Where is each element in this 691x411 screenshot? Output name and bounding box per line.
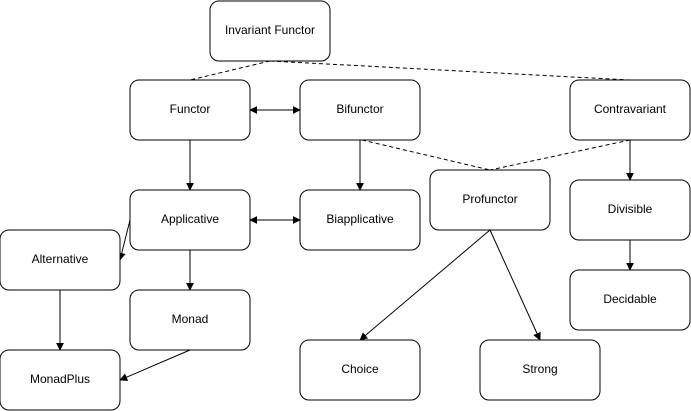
node-label-alternative: Alternative: [32, 252, 89, 266]
node-label-functor: Functor: [170, 102, 211, 116]
node-monad[interactable]: Monad: [129, 289, 251, 351]
node-label-biapplicative: Biapplicative: [326, 212, 394, 226]
edge-invariant-functor-to-contravariant: [269, 60, 631, 81]
edge-profunctor-to-strong: [489, 229, 541, 341]
node-strong[interactable]: Strong: [479, 339, 601, 401]
node-label-monadplus: MonadPlus: [30, 372, 90, 386]
node-invariant-functor[interactable]: Invariant Functor: [209, 0, 331, 62]
node-bifunctor[interactable]: Bifunctor: [299, 79, 421, 141]
node-monadplus[interactable]: MonadPlus: [0, 349, 121, 411]
edges-layer: [56, 60, 634, 381]
node-applicative[interactable]: Applicative: [129, 189, 251, 251]
node-divisible[interactable]: Divisible: [569, 179, 691, 241]
node-biapplicative[interactable]: Biapplicative: [299, 189, 421, 251]
edge-invariant-functor-to-functor: [189, 60, 271, 81]
edge-applicative-to-alternative: [117, 219, 131, 261]
node-choice[interactable]: Choice: [299, 339, 421, 401]
node-label-monad: Monad: [172, 312, 209, 326]
node-label-applicative: Applicative: [161, 212, 219, 226]
node-label-divisible: Divisible: [608, 202, 653, 216]
node-label-bifunctor: Bifunctor: [336, 102, 383, 116]
edge-monad-to-monadplus: [119, 349, 191, 381]
node-label-decidable: Decidable: [603, 292, 657, 306]
node-label-strong: Strong: [522, 362, 557, 376]
edge-profunctor-to-choice: [359, 229, 491, 341]
edge-bifunctor-to-profunctor: [361, 139, 491, 171]
node-label-invariant-functor: Invariant Functor: [225, 23, 315, 37]
node-contravariant[interactable]: Contravariant: [569, 79, 691, 141]
node-label-profunctor: Profunctor: [462, 192, 517, 206]
node-label-contravariant: Contravariant: [594, 102, 667, 116]
edge-contravariant-to-profunctor: [489, 139, 631, 171]
node-label-choice: Choice: [341, 362, 379, 376]
node-profunctor[interactable]: Profunctor: [429, 169, 551, 231]
node-decidable[interactable]: Decidable: [569, 269, 691, 331]
node-functor[interactable]: Functor: [129, 79, 251, 141]
node-alternative[interactable]: Alternative: [0, 229, 121, 291]
